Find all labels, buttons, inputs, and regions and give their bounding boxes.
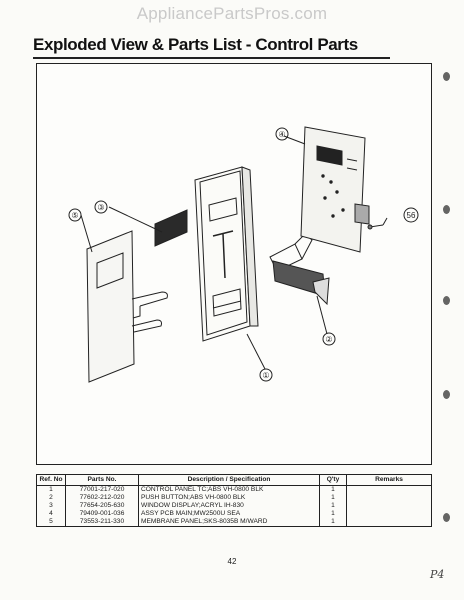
membrane-panel-part (86, 230, 168, 383)
ref-cell: 3 (36, 502, 66, 510)
callout-label-3: ③ (97, 203, 104, 212)
callout-label-1: ① (262, 371, 269, 380)
remarks-cell (346, 518, 432, 527)
binder-hole (443, 72, 450, 81)
binder-hole (443, 205, 450, 214)
description-cell: CONTROL PANEL TC;ABS VH-0800 BLK (138, 485, 320, 494)
binder-hole (443, 513, 450, 522)
handwritten-page-mark: P4 (430, 568, 445, 581)
callout-circle-5 (68, 208, 82, 222)
page-title: Exploded View & Parts List - Control Par… (33, 35, 358, 54)
description-cell: PUSH BUTTON;ABS VH-0800 BLK (138, 494, 320, 502)
control-panel-part (194, 166, 259, 342)
window-display-part (154, 209, 188, 247)
ref-cell: 5 (36, 518, 66, 527)
remarks-cell (346, 510, 432, 518)
part-no-cell: 77001-217-020 (65, 485, 139, 494)
remarks-cell (346, 485, 432, 494)
ref-cell: 1 (36, 485, 66, 494)
column-header-description: Description / Specification (138, 474, 320, 486)
table-row: 1 77001-217-020 CONTROL PANEL TC;ABS VH-… (36, 485, 432, 494)
remarks-cell (346, 494, 432, 502)
qty-cell: 1 (319, 485, 347, 494)
exploded-view-frame: ④ ③ ⑤ ② ① 56 (36, 63, 432, 465)
column-header-part-no: Parts No. (65, 474, 139, 486)
callout-circle-2 (322, 332, 336, 346)
parts-list-table: Ref. No Parts No. Description / Specific… (36, 474, 432, 527)
ref-cell: 2 (36, 494, 66, 502)
leader-line-3 (108, 206, 163, 233)
pcb-main-part (300, 126, 384, 253)
column-header-remarks: Remarks (346, 474, 432, 486)
qty-cell: 1 (319, 502, 347, 510)
table-row: 3 77654-205-630 WINDOW DISPLAY;ACRYL IH-… (36, 502, 432, 510)
callout-label-4: ④ (278, 130, 285, 139)
table-row: 2 77602-212-020 PUSH BUTTON;ABS VH-0800 … (36, 494, 432, 502)
part-no-cell: 77654-205-630 (65, 502, 139, 510)
callout-label-2: ② (325, 335, 332, 344)
callout-circle-4 (275, 127, 289, 141)
leader-line-56 (382, 217, 388, 226)
column-header-qty: Q'ty (319, 474, 347, 486)
binder-hole (443, 390, 450, 399)
table-row: 5 73553-211-330 MEMBRANE PANEL;SKS-8035B… (36, 518, 432, 527)
callout-circle-56 (403, 207, 419, 223)
column-header-ref: Ref. No (36, 474, 66, 486)
push-button-part (269, 233, 330, 306)
part-no-cell: 73553-211-330 (65, 518, 139, 527)
description-cell: MEMBRANE PANEL;SKS-8035B M/WARD (138, 518, 320, 527)
binder-hole (443, 296, 450, 305)
watermark-text: AppliancePartsPros.com (136, 4, 328, 23)
title-underline (33, 57, 390, 59)
remarks-cell (346, 502, 432, 510)
part-no-cell: 77602-212-020 (65, 494, 139, 502)
description-cell: WINDOW DISPLAY;ACRYL IH-830 (138, 502, 320, 510)
description-cell: ASSY PCB MAIN;MW2500U SEA (138, 510, 320, 518)
callout-label-56: 56 (407, 211, 416, 220)
qty-cell: 1 (319, 494, 347, 502)
ref-cell: 4 (36, 510, 66, 518)
callout-label-5: ⑤ (71, 211, 78, 220)
leader-line-2 (316, 295, 328, 335)
qty-cell: 1 (319, 510, 347, 518)
callout-circle-1 (259, 368, 273, 382)
part-no-cell: 79409-001-036 (65, 510, 139, 518)
table-row: 4 79409-001-036 ASSY PCB MAIN;MW2500U SE… (36, 510, 432, 518)
page-number: 42 (227, 557, 237, 566)
leader-line-5 (80, 214, 93, 253)
table-header-row: Ref. No Parts No. Description / Specific… (36, 474, 432, 486)
qty-cell: 1 (319, 518, 347, 527)
leader-line-1 (246, 333, 266, 370)
exploded-view-diagram: ④ ③ ⑤ ② ① 56 (68, 126, 419, 383)
callout-circle-3 (94, 200, 108, 214)
